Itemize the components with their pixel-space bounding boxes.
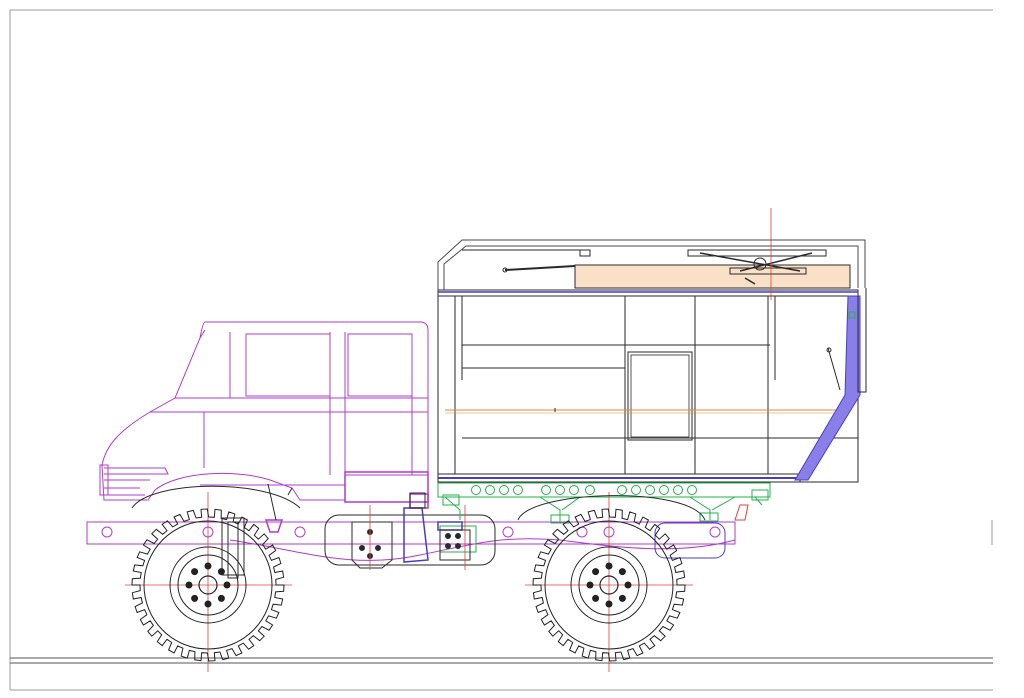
wheel-nut [204, 562, 212, 570]
cab [99, 321, 429, 509]
tire-tread [131, 508, 285, 662]
wheel-nut [605, 562, 613, 570]
subframe-hole [585, 485, 595, 495]
rim [570, 546, 648, 624]
subframe-hole [485, 485, 495, 495]
subframe-hole [471, 485, 481, 495]
tire-tread [532, 508, 686, 662]
frame-hole [294, 526, 306, 538]
camper-body [437, 289, 859, 483]
chassis-frame [86, 521, 736, 561]
wheel-nut [185, 581, 193, 589]
pop-top-roof [437, 239, 866, 293]
frame-hole [502, 526, 514, 538]
tire-sidewall [143, 520, 273, 650]
bracket-bolt [375, 545, 381, 551]
subframe-hole [499, 485, 509, 495]
wheel-arches [131, 485, 749, 521]
subframe-hole [555, 485, 565, 495]
sheet-border [9, 9, 993, 691]
frame-hole [101, 526, 113, 538]
wheel-nut [618, 594, 626, 602]
subframe-hole [673, 485, 683, 495]
subframe-hole [645, 485, 655, 495]
wheel-nut [592, 594, 600, 602]
wheel-nut [618, 568, 626, 576]
rim-inner [177, 554, 239, 616]
subframe-hole [659, 485, 669, 495]
subframe-hole [631, 485, 641, 495]
wheel-nut [204, 600, 212, 608]
ground-line [10, 520, 993, 664]
wheel-nut [586, 581, 594, 589]
wheel-nut [624, 581, 632, 589]
subframe-hole [513, 485, 523, 495]
bracket-bolt [445, 543, 451, 549]
subframe-hole [569, 485, 579, 495]
rim-inner [578, 554, 640, 616]
hub [599, 575, 619, 595]
rim [169, 546, 247, 624]
rear-wall-slope [794, 288, 867, 481]
rear-wheel [532, 508, 686, 662]
subframe-hole [687, 485, 697, 495]
front-wheel [131, 508, 285, 662]
frame-hole [709, 526, 721, 538]
fuel-tank [324, 514, 496, 566]
bracket-bolt [445, 533, 451, 539]
wheel-nut [217, 568, 225, 576]
wheel-nut [592, 568, 600, 576]
bracket-bolt [455, 533, 461, 539]
wheel-nut [605, 600, 613, 608]
subframe-mounts [437, 482, 771, 553]
subframe-hole [541, 485, 551, 495]
wheel-nut [191, 594, 199, 602]
tire-sidewall [544, 520, 674, 650]
bracket-bolt [359, 545, 365, 551]
rear-toolbox [654, 522, 726, 559]
hub [198, 575, 218, 595]
bracket-bolt [455, 543, 461, 549]
subframe-hole [617, 485, 627, 495]
wheel-nut [191, 568, 199, 576]
center-lines [125, 208, 772, 672]
suspension-brackets [221, 483, 471, 579]
wheel-nut [217, 594, 225, 602]
wheel-nut [223, 581, 231, 589]
